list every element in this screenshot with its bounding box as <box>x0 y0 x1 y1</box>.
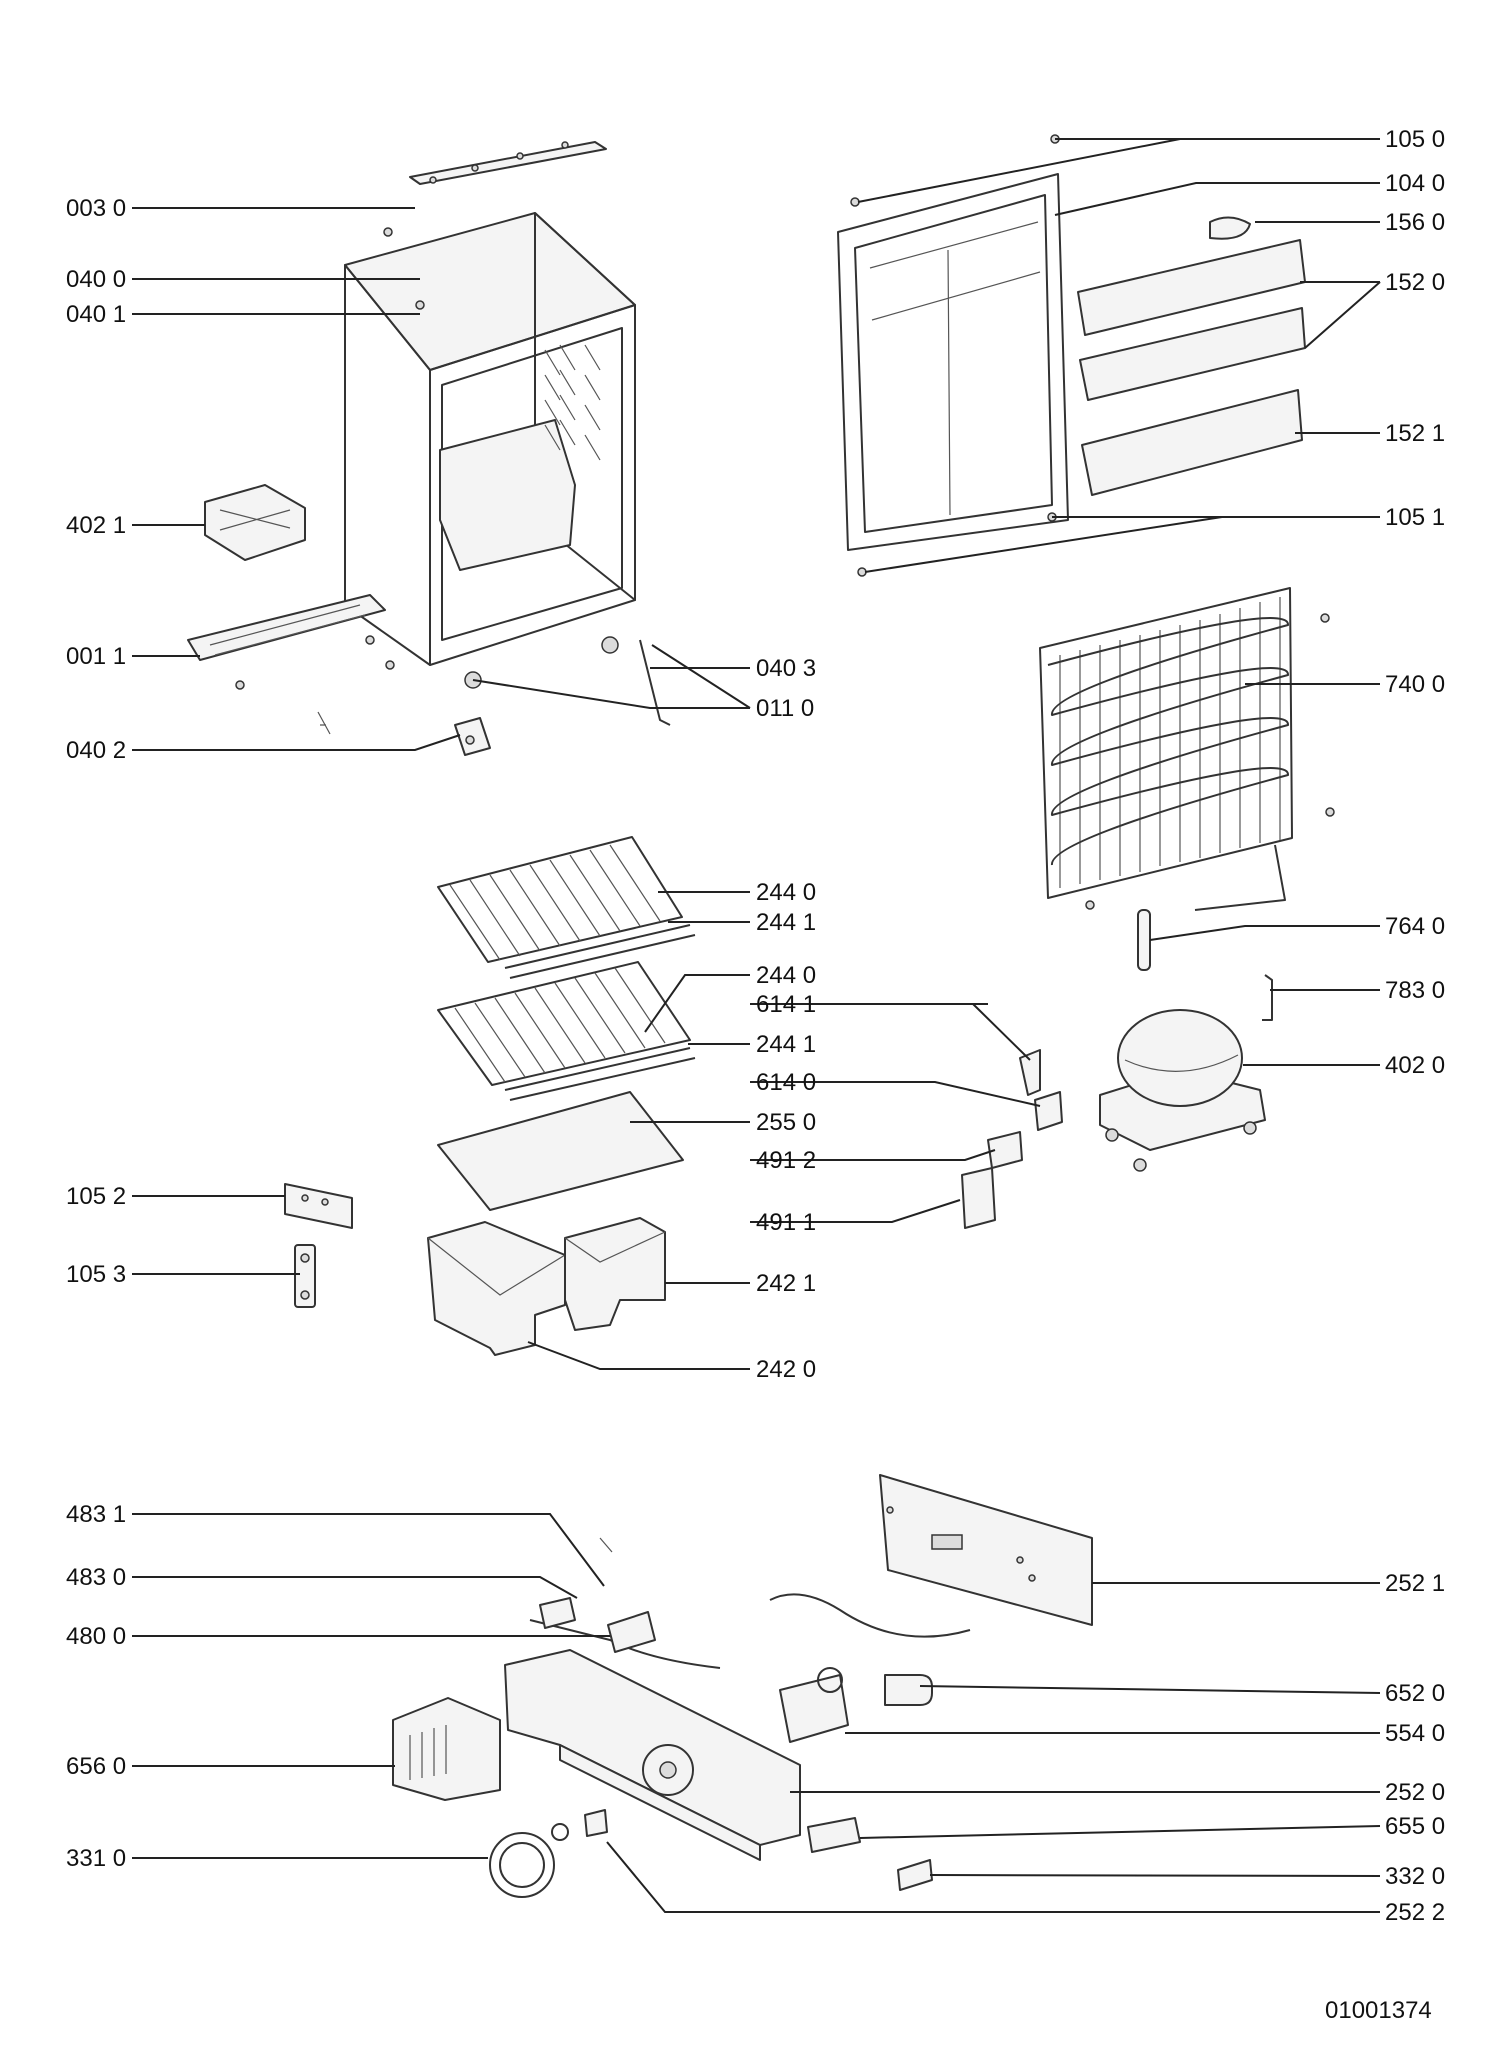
label-244-1-a: 244 1 <box>756 909 816 936</box>
label-740-0: 740 0 <box>1385 671 1445 698</box>
label-001-1: 001 1 <box>66 643 126 670</box>
hinge-plate <box>284 1183 353 1229</box>
label-764-0: 764 0 <box>1385 913 1445 940</box>
hinge-bracket <box>294 1244 316 1308</box>
label-040-1: 040 1 <box>66 301 126 328</box>
pipe-783 <box>1262 974 1273 1021</box>
door-assembly <box>837 134 1306 577</box>
label-332-0: 332 0 <box>1385 1863 1445 1890</box>
wire-shelf-upper <box>437 836 696 979</box>
glass-shelf <box>437 1091 684 1211</box>
label-252-0: 252 0 <box>1385 1779 1445 1806</box>
label-011-0: 011 0 <box>756 695 814 722</box>
label-105-1: 105 1 <box>1385 504 1445 531</box>
label-244-0-a: 244 0 <box>756 879 816 906</box>
wiring-harness <box>529 1537 971 1669</box>
label-483-1: 483 1 <box>66 1501 126 1528</box>
label-105-0: 105 0 <box>1385 126 1445 153</box>
label-255-0: 255 0 <box>756 1109 816 1136</box>
crisper-drawer-left <box>427 1221 566 1356</box>
label-244-0-b: 244 0 <box>756 962 816 989</box>
callout-labels: 003 0 040 0 040 1 402 1 001 1 040 2 040 … <box>66 126 1445 2024</box>
wire-shelf-lower <box>437 961 696 1101</box>
drawing-number: 01001374 <box>1325 1997 1432 2024</box>
label-104-0: 104 0 <box>1385 170 1445 197</box>
label-655-0: 655 0 <box>1385 1813 1445 1840</box>
label-491-1: 491 1 <box>756 1209 816 1236</box>
thermostat <box>779 1667 849 1743</box>
label-040-3: 040 3 <box>756 655 816 682</box>
label-105-3: 105 3 <box>66 1261 126 1288</box>
label-614-1: 614 1 <box>756 991 816 1018</box>
leader-lines <box>132 138 1381 1913</box>
label-402-1: 402 1 <box>66 512 126 539</box>
label-554-0: 554 0 <box>1385 1720 1445 1747</box>
label-656-0: 656 0 <box>66 1753 126 1780</box>
label-491-2: 491 2 <box>756 1147 816 1174</box>
label-614-0: 614 0 <box>756 1069 816 1096</box>
relay-parts <box>961 1049 1063 1229</box>
label-040-0: 040 0 <box>66 266 126 293</box>
label-156-0: 156 0 <box>1385 209 1445 236</box>
condenser-coil <box>1039 587 1335 911</box>
cabinet-body <box>187 141 671 756</box>
label-480-0: 480 0 <box>66 1623 126 1650</box>
label-402-0: 402 0 <box>1385 1052 1445 1079</box>
label-003-0: 003 0 <box>66 195 126 222</box>
label-252-2: 252 2 <box>1385 1899 1445 1926</box>
knob-ring <box>489 1823 569 1898</box>
label-783-0: 783 0 <box>1385 977 1445 1004</box>
label-152-1: 152 1 <box>1385 420 1445 447</box>
switch-parts <box>584 1809 933 1891</box>
label-252-1: 252 1 <box>1385 1570 1445 1597</box>
label-652-0: 652 0 <box>1385 1680 1445 1707</box>
label-244-1-b: 244 1 <box>756 1031 816 1058</box>
label-152-0: 152 0 <box>1385 269 1445 296</box>
label-105-2: 105 2 <box>66 1183 126 1210</box>
label-242-1: 242 1 <box>756 1270 816 1297</box>
label-483-0: 483 0 <box>66 1564 126 1591</box>
control-panel-plate <box>879 1474 1093 1626</box>
socket-bulb <box>884 1674 933 1706</box>
thermostat-housing <box>504 1649 801 1861</box>
label-040-2: 040 2 <box>66 737 126 764</box>
compressor <box>1099 1009 1266 1172</box>
lamp-cover <box>392 1697 501 1801</box>
label-242-0: 242 0 <box>756 1356 816 1383</box>
dryer-filter <box>1137 909 1151 971</box>
crisper-drawer-right <box>564 1217 666 1331</box>
label-331-0: 331 0 <box>66 1845 126 1872</box>
